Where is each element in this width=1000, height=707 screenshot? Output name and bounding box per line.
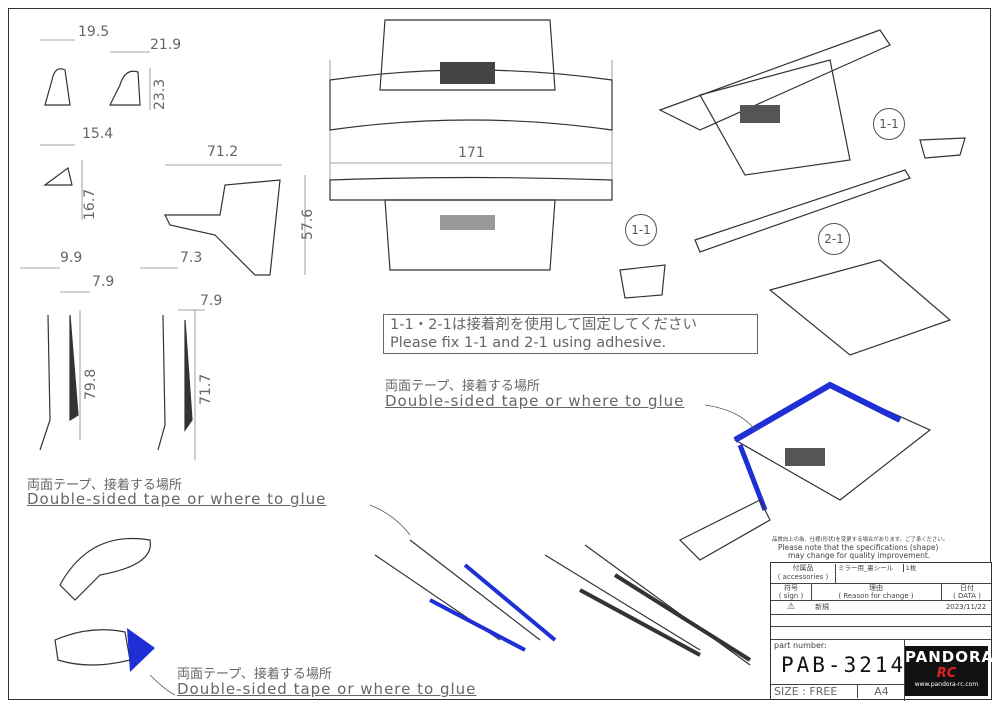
rear-wing-iso (619, 29, 966, 356)
dim-wiper1-h: 79.8 (83, 368, 99, 400)
callout-2-1: 2-1 (818, 223, 850, 255)
dim-mirror-top-w: 15.4 (82, 126, 114, 142)
callout-1-1-left: 1-1 (625, 214, 657, 246)
tape-note-jp-2: 両面テープ、接着する場所 (27, 478, 182, 493)
part-number: PAB-3214 (781, 653, 907, 677)
accessory-qty: 1枚 (903, 564, 918, 572)
rear-wing-glue-area (678, 381, 932, 561)
mirror-large (54, 537, 155, 672)
dim-stay-w: 71.2 (207, 144, 239, 160)
sign-en: ( sign ) (778, 592, 804, 600)
date-en: ( DATA ) (953, 592, 981, 600)
dim-mirror-top-h: 16.7 (82, 188, 98, 220)
dim-wiper2-w1: 7.3 (180, 250, 203, 266)
dim-wiper1-w1: 9.9 (60, 250, 83, 266)
paper-size-label: SIZE : FREE (774, 685, 838, 698)
accessory-item: ミラー用_裏シール (838, 564, 894, 572)
dim-wing-w: 171 (458, 145, 485, 161)
tape-note-en-3: Double-sided tape or where to glue (177, 680, 477, 698)
dim-wiper2-h: 71.7 (198, 373, 214, 405)
accessories-label-en: ( accessories ) (777, 573, 829, 581)
spec-change-notice: 品質向上の為、仕様(形状)を変更する場合があります。ご了承ください。 Pleas… (772, 536, 990, 560)
part-number-label: part number: (774, 641, 827, 650)
pandora-rc-logo: PANDORA RC www.pandora-rc.com (905, 646, 995, 696)
dimension-lines (20, 39, 613, 460)
dim-wiper2-w2: 7.9 (200, 293, 223, 309)
accessories-label-jp: 付属品 (792, 564, 814, 572)
revision-row: ⚠ 新規 2023/11/22 (771, 601, 991, 615)
drawing-frame (8, 8, 991, 700)
wing-stay (164, 179, 281, 276)
rear-wing-front-view (329, 19, 613, 271)
revision-reason: 新規 (815, 603, 829, 611)
mirror-views (43, 68, 141, 186)
warning-triangle-icon: ⚠ (786, 602, 796, 612)
logo-sub: RC (936, 666, 957, 681)
tape-note-jp-3: 両面テープ、接着する場所 (177, 667, 332, 682)
revision-date: 2023/11/22 (945, 603, 987, 611)
notice-en-1: Please note that the specifications (sha… (778, 543, 939, 552)
logo-brand: PANDORA (905, 648, 995, 666)
dim-mirror-h2: 23.3 (152, 78, 168, 110)
dim-stay-h: 57.6 (300, 208, 316, 240)
tape-note-jp-1: 両面テープ、接着する場所 (385, 379, 540, 394)
leader-lines (149, 404, 756, 696)
tape-note-en-1: Double-sided tape or where to glue (385, 392, 685, 410)
adhesive-note: 1-1・2-1は接着剤を使用して固定してください Please fix 1-1 … (383, 314, 758, 354)
paper-format: A4 (857, 685, 905, 698)
sign-jp: 符号 (784, 584, 798, 592)
adhesive-note-jp: 1-1・2-1は接着剤を使用して固定してください (390, 317, 698, 333)
logo-url: www.pandora-rc.com (914, 681, 979, 688)
date-jp: 日付 (960, 584, 974, 592)
reason-en: ( Reason for change ) (838, 592, 914, 600)
revision-header: 符号( sign ) 理由( Reason for change ) 日付( D… (771, 584, 991, 601)
reason-jp: 理由 (869, 584, 883, 592)
callout-1-1-top: 1-1 (873, 108, 905, 140)
adhesive-note-en: Please fix 1-1 and 2-1 using adhesive. (390, 335, 667, 351)
dim-mirror-w1: 19.5 (78, 24, 110, 40)
accessories-row: 付属品 ( accessories ) ミラー用_裏シール 1枚 (771, 563, 991, 584)
dim-wiper1-w2: 7.9 (92, 274, 115, 290)
notice-en-2: may change for quality improvement. (788, 551, 931, 560)
dim-mirror-w2: 21.9 (150, 37, 182, 53)
wiper-views (39, 314, 752, 666)
notice-jp: 品質向上の為、仕様(形状)を変更する場合があります。ご了承ください。 (772, 537, 949, 543)
tape-note-en-2: Double-sided tape or where to glue (27, 490, 327, 508)
